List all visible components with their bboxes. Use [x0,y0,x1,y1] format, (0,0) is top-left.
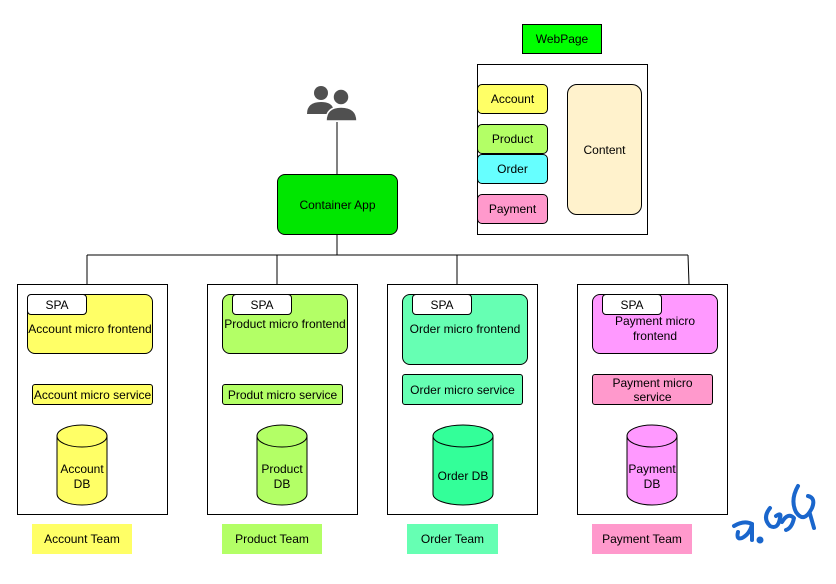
webpage-item-payment: Payment [477,194,548,224]
payment-spa-tag: SPA [602,294,662,315]
payment-db-label: Payment DB [628,462,676,491]
account-db-cylinder [56,424,108,506]
order-micro-service: Order micro service [402,374,523,405]
product-db-cylinder [256,424,308,506]
order-team-label: Order Team [407,524,498,554]
account-team-label: Account Team [32,524,132,554]
order-spa-tag: SPA [412,294,472,315]
container-app: Container App [277,174,398,235]
order-db-label: Order DB [437,469,489,483]
account-db-label: Account DB [60,462,104,491]
product-db-label: Product DB [261,462,303,491]
webpage-label: WebPage [522,24,602,54]
payment-team-label: Payment Team [592,524,692,554]
webpage-item-order: Order [477,154,548,184]
product-micro-service: Produt micro service [222,384,343,405]
webpage-content: Content [567,84,642,215]
webpage-item-account: Account [477,84,548,114]
product-team-label: Product Team [222,524,322,554]
signature-icon [732,484,816,544]
account-micro-frontend: Account micro frontend [27,294,153,354]
payment-db-cylinder [626,424,678,506]
product-spa-tag: SPA [232,294,292,315]
account-micro-service: Account micro service [32,384,153,405]
webpage-item-product: Product [477,124,548,154]
account-spa-tag: SPA [27,294,87,315]
order-db-cylinder [432,424,494,506]
users-icon [307,86,358,122]
payment-micro-service: Payment micro service [592,374,713,405]
